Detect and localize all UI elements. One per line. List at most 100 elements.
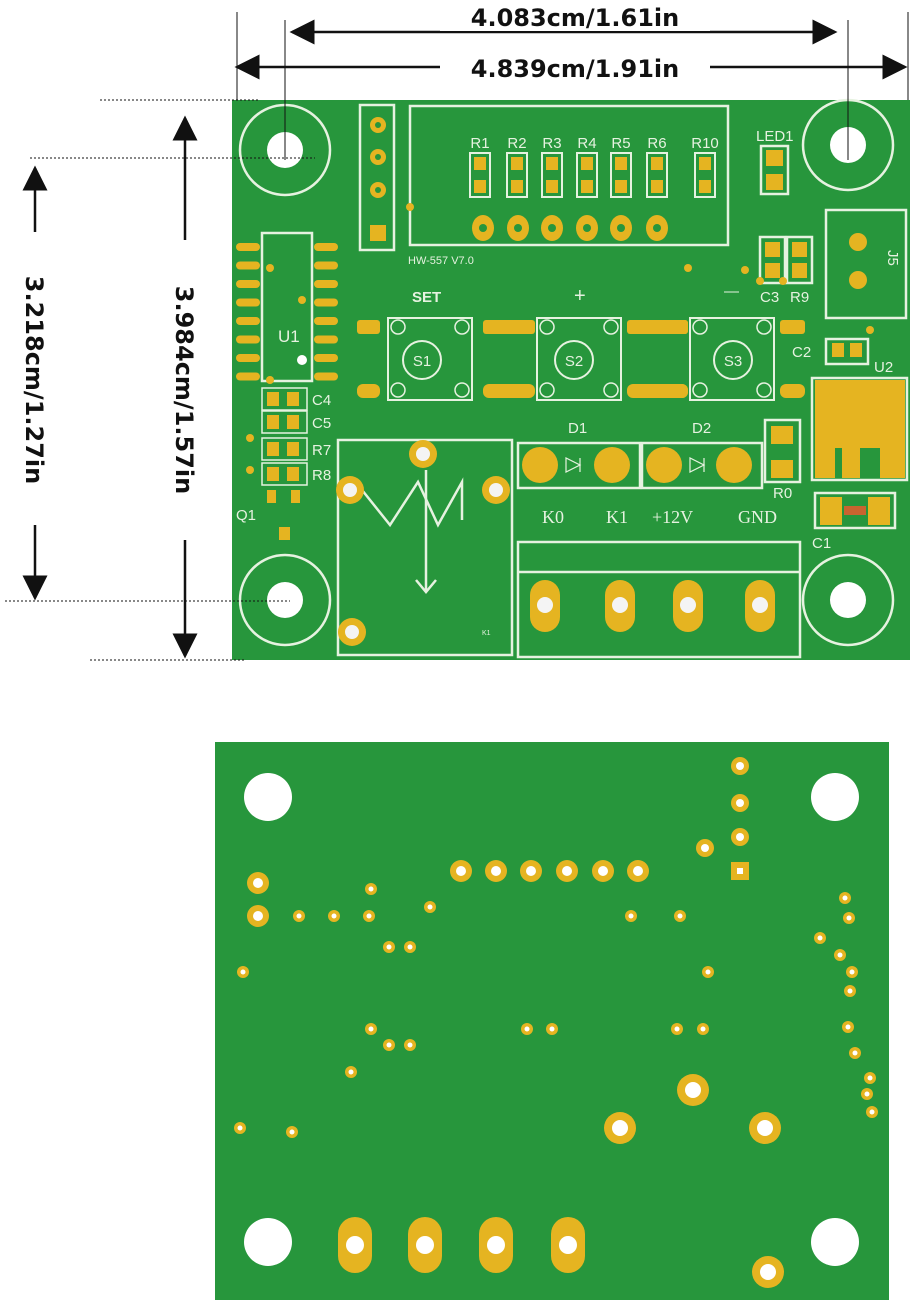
mounting-hole [244, 1218, 292, 1266]
part-outline [261, 410, 308, 434]
display-pin-hole [583, 224, 591, 232]
display-pin-hole [479, 224, 487, 232]
switch-hole [603, 382, 619, 398]
switch-label: S1 [413, 353, 431, 370]
c1-label: C1 [812, 535, 831, 552]
pin-header [370, 117, 386, 241]
resistor-label: R2 [507, 135, 526, 152]
u1-outline [260, 231, 314, 383]
switch-hole [454, 382, 470, 398]
c2-label: C2 [792, 344, 811, 361]
part-label: C5 [312, 415, 331, 432]
u1-pin [314, 317, 338, 325]
c1-body [844, 506, 866, 515]
switch-hole [692, 319, 708, 335]
resistor-outline [610, 152, 632, 198]
c1-outline [813, 491, 897, 530]
j5-pad [849, 233, 867, 251]
switch-pad [660, 320, 688, 334]
u1-pin1-marker [297, 355, 307, 365]
switch-circle [713, 340, 753, 380]
via-hole [549, 1026, 555, 1032]
resistor-pad [699, 157, 711, 170]
via-hole [289, 1129, 295, 1135]
pad-hole [346, 1236, 364, 1254]
pad [880, 448, 905, 478]
pad-hole [487, 1236, 505, 1254]
via-hole [846, 915, 852, 921]
pad [850, 343, 862, 357]
d1-pad [594, 447, 630, 483]
minus-label: — [724, 283, 739, 300]
diode-symbol-icon [565, 457, 582, 473]
via-hole [628, 913, 634, 919]
switch-outline [387, 317, 473, 401]
pad-hole [612, 1120, 628, 1136]
switch-circle [402, 340, 442, 380]
bottom-pads [234, 757, 878, 1288]
switch-outline [689, 317, 775, 401]
via-hole [368, 886, 374, 892]
via-hole [296, 913, 302, 919]
via-hole [524, 1026, 530, 1032]
pad [267, 415, 279, 429]
via-hole [407, 944, 413, 950]
q1-pad [291, 490, 300, 503]
d2-pad [716, 447, 752, 483]
switch-pad [660, 384, 688, 398]
via [866, 326, 874, 334]
via [771, 429, 779, 437]
mounting-hole [244, 773, 292, 821]
pin-header-outline [358, 103, 396, 252]
resistor-label: R1 [470, 135, 489, 152]
resistor-pad [511, 180, 523, 193]
r0-outline [763, 418, 802, 484]
pad-hole [633, 866, 643, 876]
pad [267, 392, 279, 406]
diode-symbol-icon [689, 457, 706, 473]
u1-pin [236, 261, 260, 270]
relay-pad-hole [343, 483, 357, 497]
switch-hole [390, 382, 406, 398]
relay-label: K1 [482, 630, 491, 637]
via-hole [427, 904, 433, 910]
resistor-pad [511, 157, 523, 170]
resistor-label: R10 [691, 135, 719, 152]
pad-hole [760, 1264, 776, 1280]
q1-label: Q1 [236, 507, 256, 524]
via-hole [817, 935, 823, 941]
resistor-pad [546, 157, 558, 170]
led-outline [759, 144, 790, 196]
pad [765, 242, 780, 257]
u1-pin [314, 354, 338, 362]
inner-height-label: 3.218cm/1.27in [20, 276, 48, 484]
u1-pin [314, 280, 338, 288]
d2-pad [646, 447, 682, 483]
switch-hole [756, 319, 772, 335]
resistor-label: R6 [647, 135, 666, 152]
switch-pad [357, 320, 380, 334]
d1-label: D1 [568, 420, 587, 437]
via-hole [867, 1075, 873, 1081]
switch-label: S3 [724, 353, 742, 370]
pcb-top-surface [232, 100, 910, 660]
switch-hole [539, 382, 555, 398]
resistor-outline [694, 152, 716, 198]
u2-label: U2 [874, 359, 893, 376]
mounting-hole [811, 773, 859, 821]
j5-label: J5 [884, 250, 901, 266]
resistor-pad [651, 180, 663, 193]
pad-hole [685, 1082, 701, 1098]
pad [765, 263, 780, 278]
pad [815, 448, 835, 478]
d1-pad [522, 447, 558, 483]
u1-pin [314, 298, 338, 307]
pad [832, 343, 844, 357]
header-pin-square [370, 225, 386, 241]
switch-hole [539, 319, 555, 335]
pad-hole [736, 762, 744, 770]
u2-outline [810, 376, 909, 482]
pad [287, 392, 299, 406]
pad [287, 442, 299, 456]
